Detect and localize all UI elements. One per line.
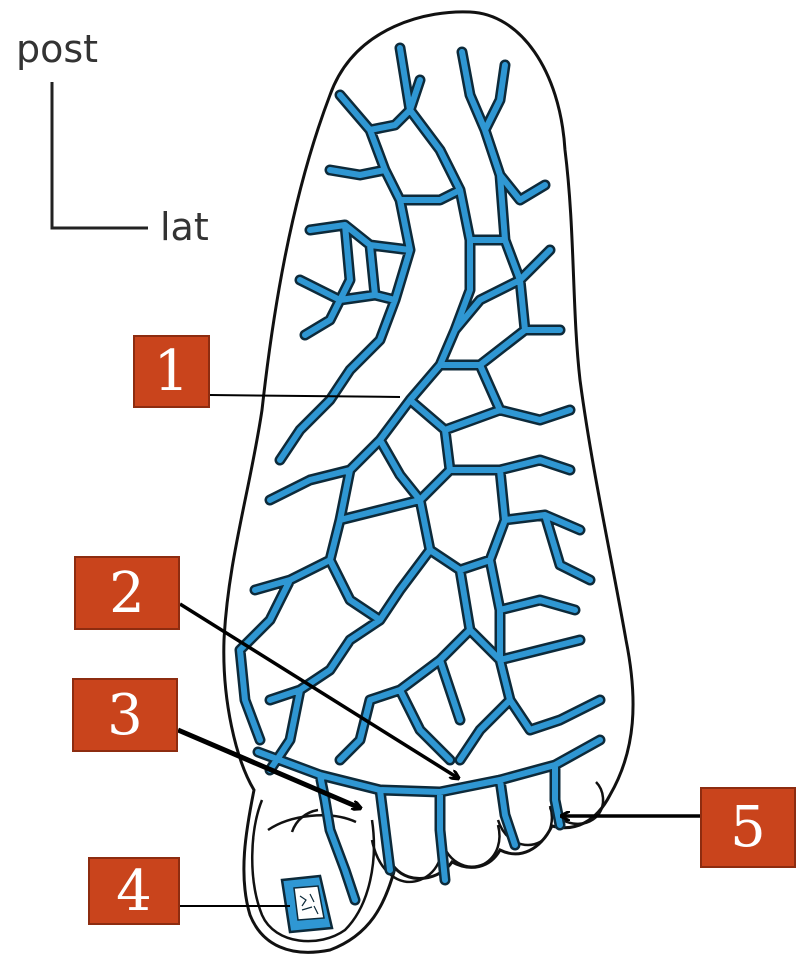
callout-1: 1 (133, 335, 210, 408)
callout-3: 3 (72, 678, 178, 752)
callout-5: 5 (700, 787, 796, 868)
callout-4: 4 (88, 857, 180, 925)
lateral-label: lat (160, 208, 209, 246)
posterior-label: post (16, 30, 98, 68)
callout-2: 2 (74, 556, 180, 630)
orientation-axes (52, 82, 148, 228)
foot-outline (224, 12, 633, 952)
